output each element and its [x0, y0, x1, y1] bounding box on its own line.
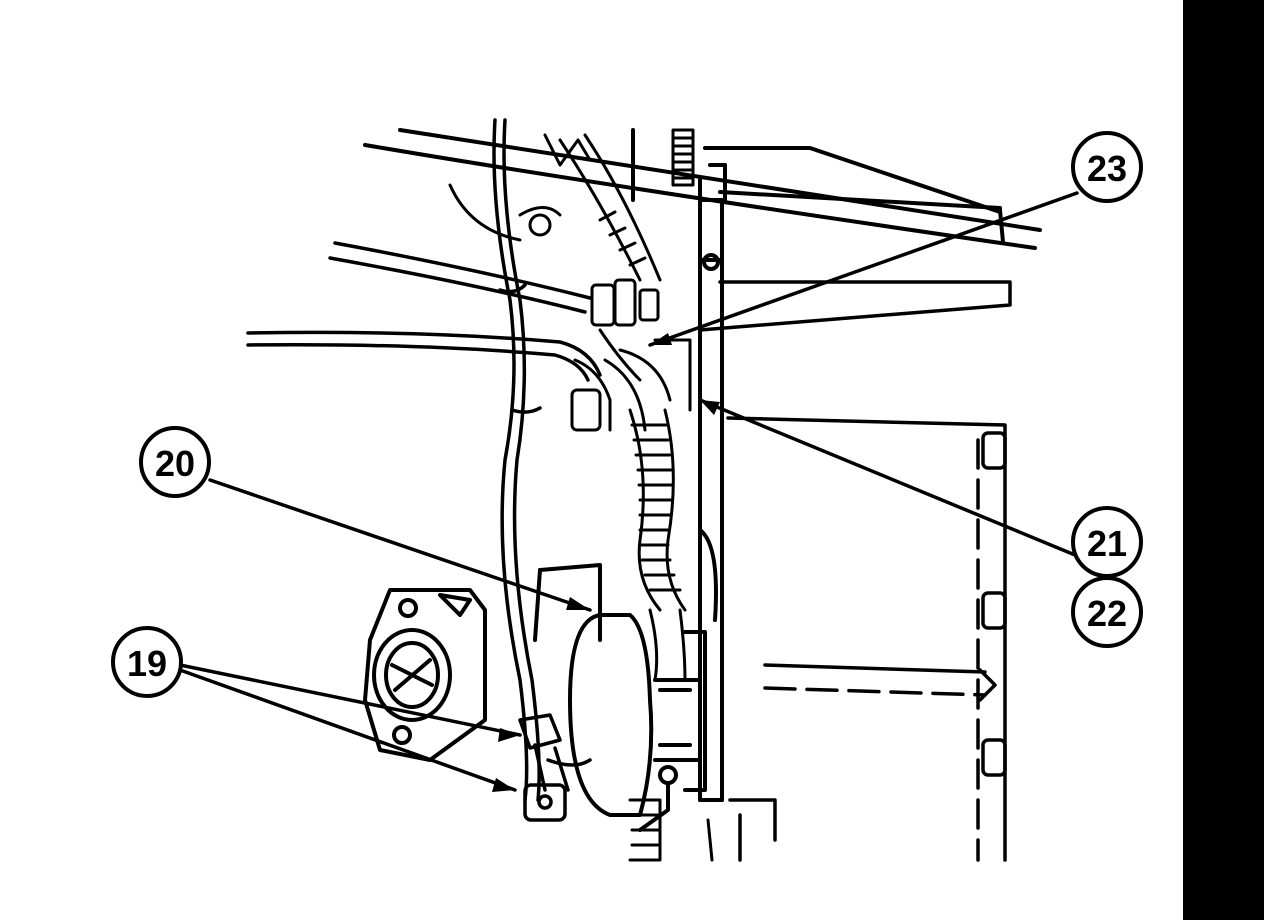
callout-19: 19: [111, 626, 183, 698]
ribbed-hose: [448, 133, 662, 282]
callout-21-label: 21: [1087, 523, 1127, 564]
callout-19-label: 19: [127, 643, 167, 684]
callout-22: 22: [1071, 576, 1143, 648]
right-panel: [726, 416, 1007, 862]
upper-crossmember: [363, 128, 1042, 250]
fittings: [518, 713, 592, 822]
leader-lines: [178, 191, 1079, 792]
wiring-harness: [570, 278, 692, 682]
coil-spring: [671, 128, 695, 187]
callout-20-circle: [139, 426, 211, 498]
page-edge-bar: [1183, 0, 1264, 920]
callout-20: 20: [139, 426, 211, 498]
mid-crossmember: [328, 241, 1012, 332]
vertical-frame-post: [631, 128, 727, 802]
lower-hatching: [628, 798, 714, 862]
leader-arrowheads: [492, 333, 720, 792]
callout-20-label: 20: [155, 443, 195, 484]
callout-23-circle: [1071, 131, 1143, 203]
callout-22-label: 22: [1087, 593, 1127, 634]
callout-23: 23: [1071, 131, 1143, 203]
panel-bolts: [981, 431, 1007, 777]
left-vertical-hose: [492, 118, 542, 802]
callout-22-circle: [1071, 576, 1143, 648]
actuator-housing: [533, 528, 718, 832]
callout-19-circle: [111, 626, 183, 698]
mounting-flange: [363, 588, 487, 762]
callout-23-label: 23: [1087, 148, 1127, 189]
callout-21: 21: [1071, 506, 1143, 578]
left-cable: [246, 330, 602, 382]
